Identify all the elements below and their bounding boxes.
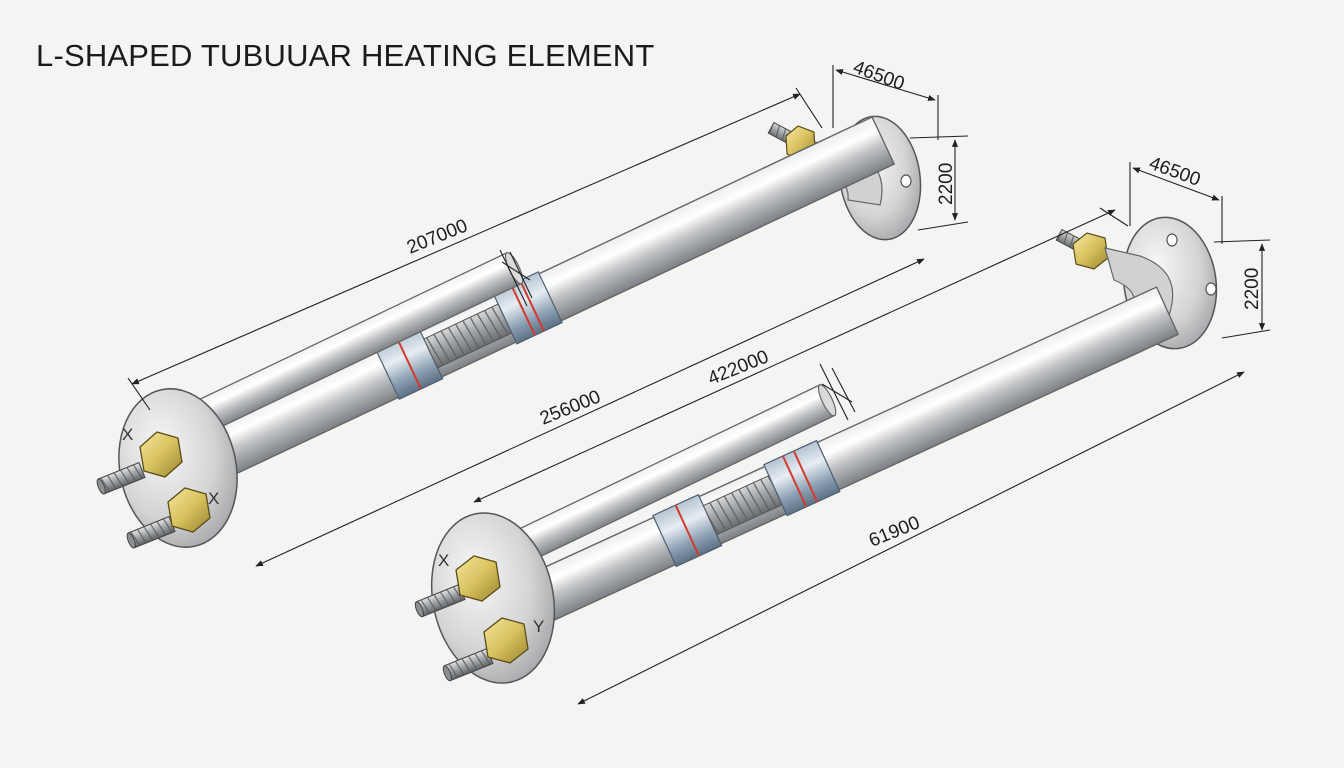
- top-left-bolt-lower: [126, 487, 211, 549]
- bottom-inner-length-label: 422000: [705, 346, 772, 389]
- bottom-flange-width-label: 46500: [1146, 153, 1203, 191]
- top-flange-width-label: 46500: [850, 57, 907, 95]
- top-overall-length-label: 207000: [404, 215, 471, 258]
- top-terminal-mark-2: X: [208, 489, 219, 508]
- bottom-left-bolt-upper: [414, 555, 501, 618]
- top-terminal-mark-1: X: [122, 425, 133, 444]
- bottom-flange-height-label: 2200: [1242, 268, 1263, 310]
- top-left-bolt-upper: [96, 431, 183, 495]
- drawing-title: L-SHAPED TUBUUAR HEATING ELEMENT: [36, 38, 655, 73]
- bottom-left-bolt-lower: [442, 617, 529, 682]
- top-inner-length-label: 256000: [537, 386, 604, 429]
- bottom-main-tube: [528, 286, 1180, 623]
- bottom-terminal-stud: [1055, 228, 1109, 270]
- dimension-lines: [127, 65, 1271, 705]
- bottom-terminal-mark-2: Y: [533, 617, 544, 636]
- bottom-terminal-mark-1: X: [438, 551, 449, 570]
- top-flange-height-label: 2200: [936, 163, 957, 205]
